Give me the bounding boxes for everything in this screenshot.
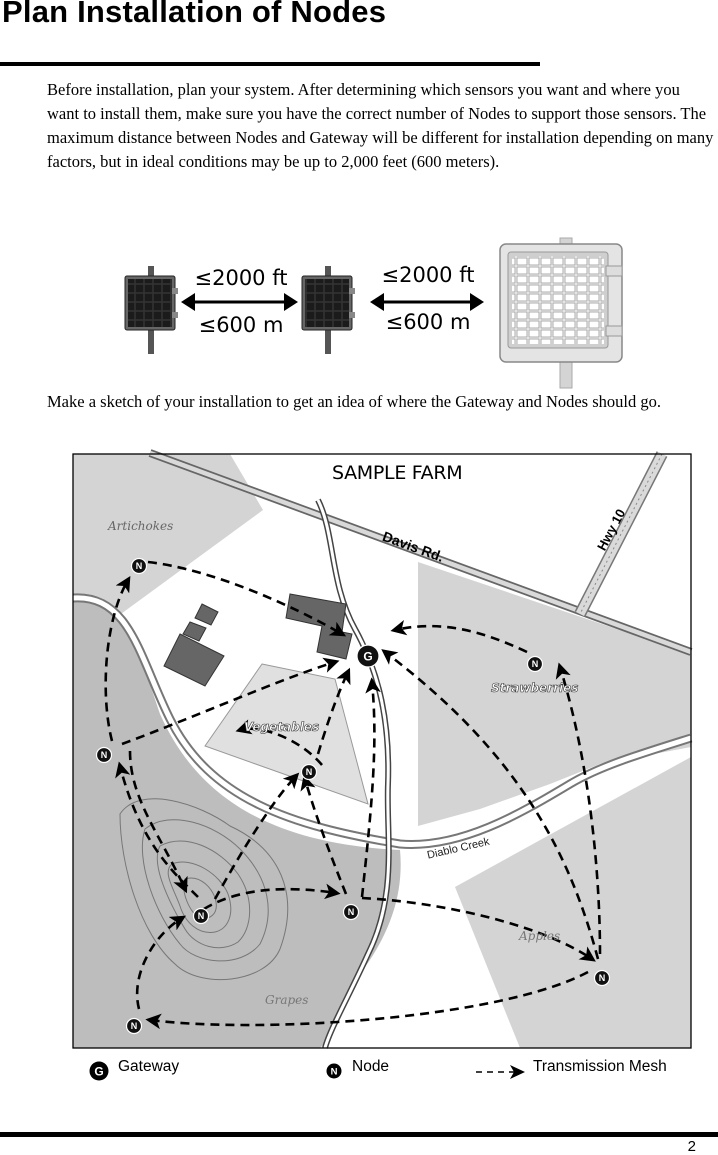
legend-mesh-label: Transmission Mesh (533, 1058, 667, 1075)
field-strawberries (418, 562, 691, 826)
map-legend: G Gateway N Node Transmission Mesh (0, 1054, 718, 1084)
range-label-ft: ≤2000 ft (382, 263, 475, 287)
gateway-device-icon (499, 237, 623, 389)
range-label-m: ≤600 m (199, 313, 284, 337)
gateway-legend-icon: G (89, 1061, 109, 1081)
creek-diablo (72, 595, 692, 847)
node-marker: N (342, 903, 360, 921)
farm-map: G N N N N N N N N (72, 449, 693, 1049)
transmission-mesh (104, 560, 602, 1030)
node-marker: N (593, 969, 611, 987)
svg-text:N: N (306, 767, 313, 777)
node-legend-icon: N (326, 1063, 342, 1079)
range-diagram: ≤2000 ft ≤600 m ≤2000 ft ≤600 m (124, 237, 623, 389)
map-title: SAMPLE FARM (332, 462, 463, 484)
page-title: Plan Installation of Nodes (2, 0, 387, 29)
field-label-strawberries: Strawberries (491, 681, 579, 696)
node-device-icon (124, 266, 178, 354)
intro-paragraph: Before installation, plan your system. A… (47, 80, 714, 171)
mesh-legend-icon (476, 1065, 525, 1079)
title-rule (0, 62, 540, 66)
svg-text:N: N (532, 659, 539, 669)
node-marker: N (130, 557, 148, 575)
legend-gateway-label: Gateway (118, 1058, 180, 1075)
node-marker: N (526, 655, 544, 673)
field-apples (455, 757, 691, 1048)
svg-text:N: N (136, 561, 143, 571)
svg-text:G: G (94, 1065, 103, 1079)
node-marker: N (95, 746, 113, 764)
range-label-ft: ≤2000 ft (195, 266, 288, 290)
farm-buildings (163, 593, 353, 687)
field-label-artichokes: Artichokes (108, 519, 174, 533)
field-vegetables (204, 663, 369, 805)
gateway-marker: G (356, 644, 380, 668)
svg-text:N: N (131, 1021, 138, 1031)
range-arrow (370, 293, 484, 311)
svg-text:N: N (599, 973, 606, 983)
elevation-contours (119, 798, 289, 981)
field-label-apples: Apples (519, 929, 561, 943)
sketch-instruction: Make a sketch of your installation to ge… (47, 392, 661, 411)
map-border (72, 453, 692, 1049)
footer-rule (0, 1132, 718, 1137)
svg-text:N: N (101, 750, 108, 760)
legend-node-label: Node (352, 1058, 390, 1075)
svg-text:N: N (348, 907, 355, 917)
road-davis (149, 450, 692, 655)
page-number: 2 (687, 1138, 696, 1155)
field-grapes (73, 594, 401, 1048)
node-marker: N (125, 1017, 143, 1035)
range-label-m: ≤600 m (386, 310, 471, 334)
node-marker: N (192, 907, 210, 925)
range-arrow (181, 293, 298, 311)
svg-text:N: N (198, 911, 205, 921)
svg-text:G: G (363, 649, 372, 663)
field-label-grapes: Grapes (265, 993, 309, 1007)
farm-road (316, 499, 391, 1049)
node-device-icon (301, 266, 355, 354)
svg-text:N: N (331, 1067, 338, 1078)
field-label-vegetables: Vegetables (244, 720, 320, 735)
node-marker: N (300, 763, 318, 781)
field-artichokes (73, 454, 263, 649)
